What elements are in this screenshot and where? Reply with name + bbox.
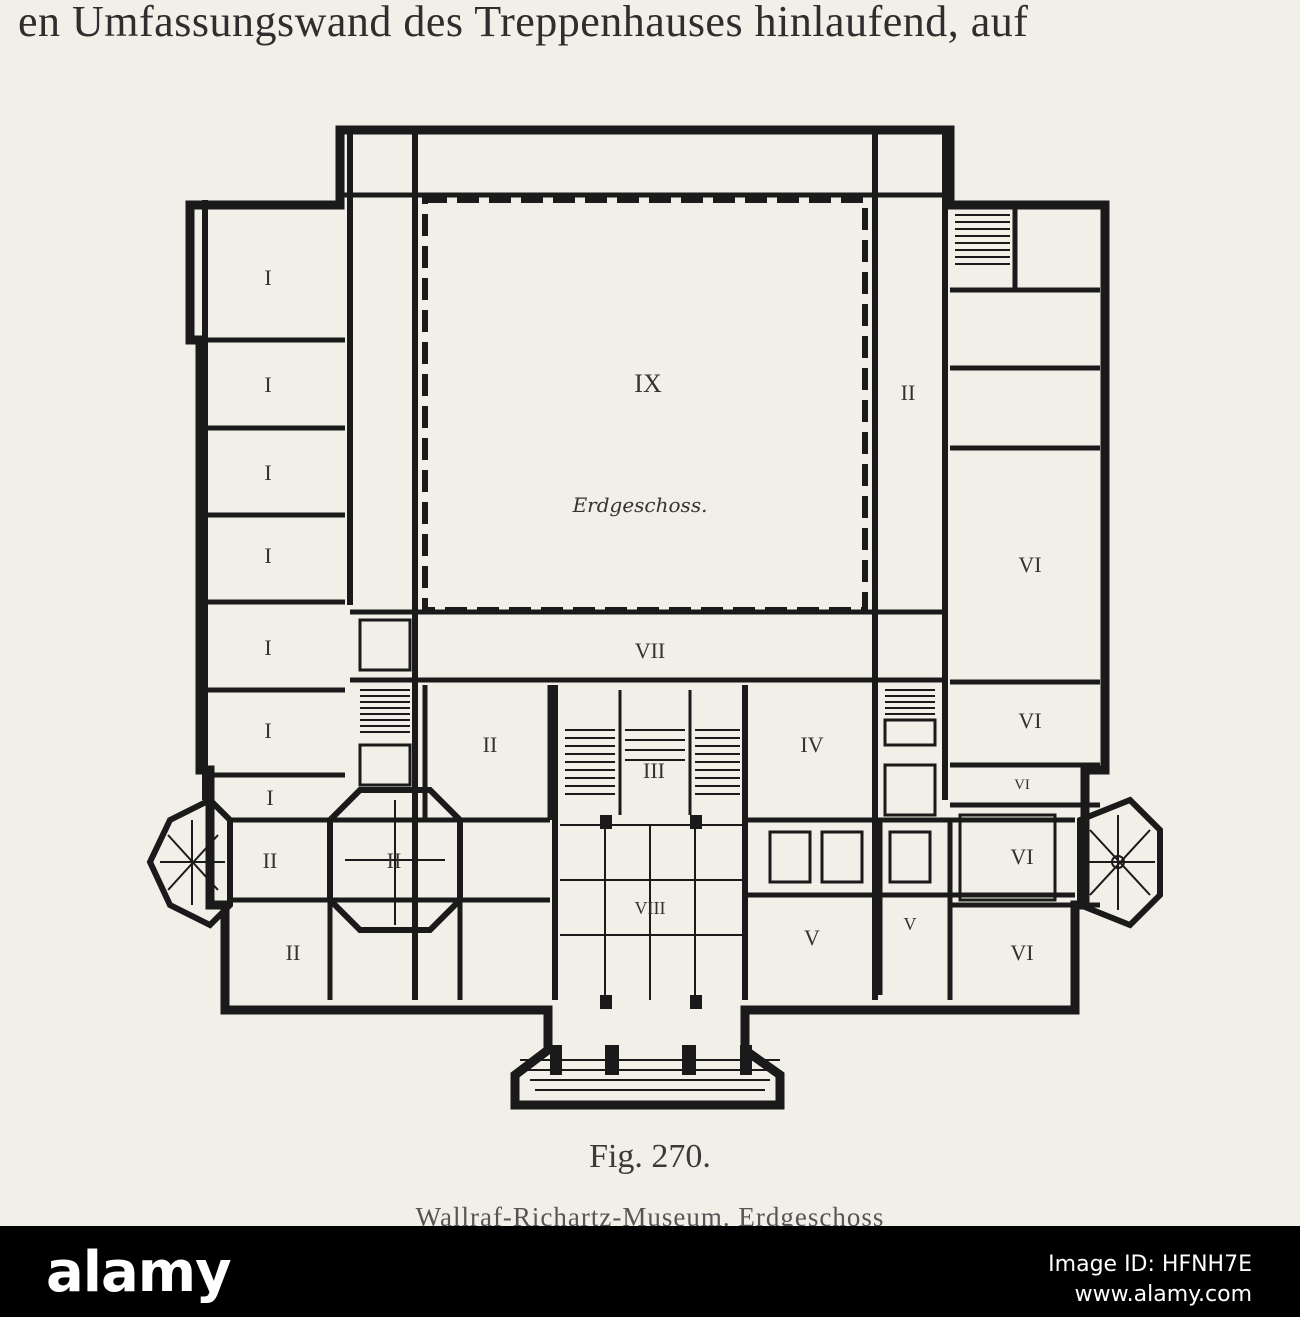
- room-label: I: [264, 265, 271, 290]
- room-label: I: [264, 718, 271, 743]
- room-label: VI: [1018, 708, 1041, 733]
- courtyard-script-label: Erdgeschoss.: [572, 493, 708, 517]
- scanned-page: en Umfassungswand des Treppenhauses hinl…: [18, 0, 1163, 1226]
- room-label: VIII: [635, 898, 666, 918]
- room-label: II: [483, 732, 498, 757]
- room-label: VI: [1010, 940, 1033, 965]
- room-label: II: [286, 940, 301, 965]
- watermark-logo: alamy: [46, 1240, 232, 1305]
- site-url: www.alamy.com: [1074, 1282, 1252, 1307]
- room-label: IV: [800, 732, 823, 757]
- floor-plan: I I I I I I I II II II II II VII III IV …: [146, 125, 1163, 1110]
- room-label: II: [387, 848, 402, 873]
- room-label: I: [266, 785, 273, 810]
- room-label: I: [264, 460, 271, 485]
- room-label: V: [904, 914, 917, 934]
- room-label: VI: [1010, 844, 1033, 869]
- room-label: VII: [635, 638, 666, 663]
- figure-subtitle: Wallraf-Richartz-Museum. Erdgeschoss: [415, 1202, 885, 1226]
- room-label: II: [263, 848, 278, 873]
- courtyard-label: IX: [634, 369, 662, 398]
- room-label: III: [643, 758, 665, 783]
- room-label: VI: [1014, 777, 1030, 793]
- body-text-line: en Umfassungswand des Treppenhauses hinl…: [18, 0, 1029, 46]
- image-id-block: Image ID: HFNH7E www.alamy.com: [1048, 1250, 1252, 1310]
- room-label: II: [901, 380, 916, 405]
- room-label: I: [264, 543, 271, 568]
- figure-caption: Fig. 270.: [589, 1138, 711, 1175]
- room-label: V: [804, 925, 820, 950]
- watermark-bar: [0, 1226, 1300, 1317]
- room-label: I: [264, 635, 271, 660]
- room-label: I: [264, 372, 271, 397]
- room-label: VI: [1018, 552, 1041, 577]
- image-id-label: Image ID: HFNH7E: [1048, 1252, 1252, 1277]
